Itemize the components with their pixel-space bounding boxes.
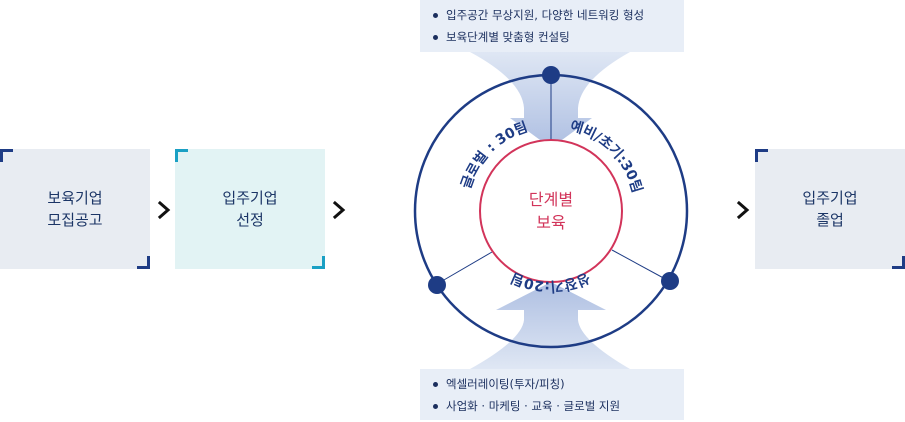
step-recruit-box: 보육기업 모집공고 [0,149,150,269]
step-graduation-box: 입주기업 졸업 [755,149,905,269]
step-recruit-line-1: 보육기업 [47,189,103,207]
top-info-box: 입주공간 무상지원, 다양한 네트워킹 형성 보육단계별 맞춤형 컨설팅 [420,0,684,52]
center-circle [479,139,623,283]
box-corner-bottom-right [312,256,325,269]
node-dot [542,66,560,84]
chevron-right-icon [332,200,346,220]
spoke-left [436,251,493,285]
bottom-info-item: 엑셀러레이팅(투자/피칭) [430,373,684,395]
bottom-info-item: 사업화 · 마케팅 · 교육 · 글로벌 지원 [430,395,684,417]
chevron-right-icon [736,200,750,220]
top-info-item: 보육단계별 맞춤형 컨설팅 [430,26,684,48]
step-graduation-line-1: 입주기업 [802,189,858,207]
top-info-item: 입주공간 무상지원, 다양한 네트워킹 형성 [430,4,684,26]
box-corner-bottom-right [137,256,150,269]
box-corner-top-left [175,149,188,162]
node-dot [428,276,446,294]
spoke-right [611,249,670,282]
bottom-funnel [470,282,630,369]
step-recruit-line-2: 모집공고 [47,211,103,229]
box-corner-top-left [0,149,13,162]
box-corner-bottom-right [892,256,905,269]
step-selection-box: 입주기업 선정 [175,149,325,269]
step-graduation-line-2: 졸업 [816,211,844,229]
step-selection-line-1: 입주기업 [222,189,278,207]
chevron-right-icon [157,200,171,220]
top-funnel [470,52,630,148]
bottom-info-box: 엑셀러레이팅(투자/피칭) 사업화 · 마케팅 · 교육 · 글로벌 지원 [420,369,684,420]
box-corner-top-left [755,149,768,162]
center-label-line-2: 보육 [536,213,565,232]
step-selection-line-2: 선정 [236,211,264,229]
center-label-line-1: 단계별 [529,190,573,209]
node-dot [661,272,679,290]
